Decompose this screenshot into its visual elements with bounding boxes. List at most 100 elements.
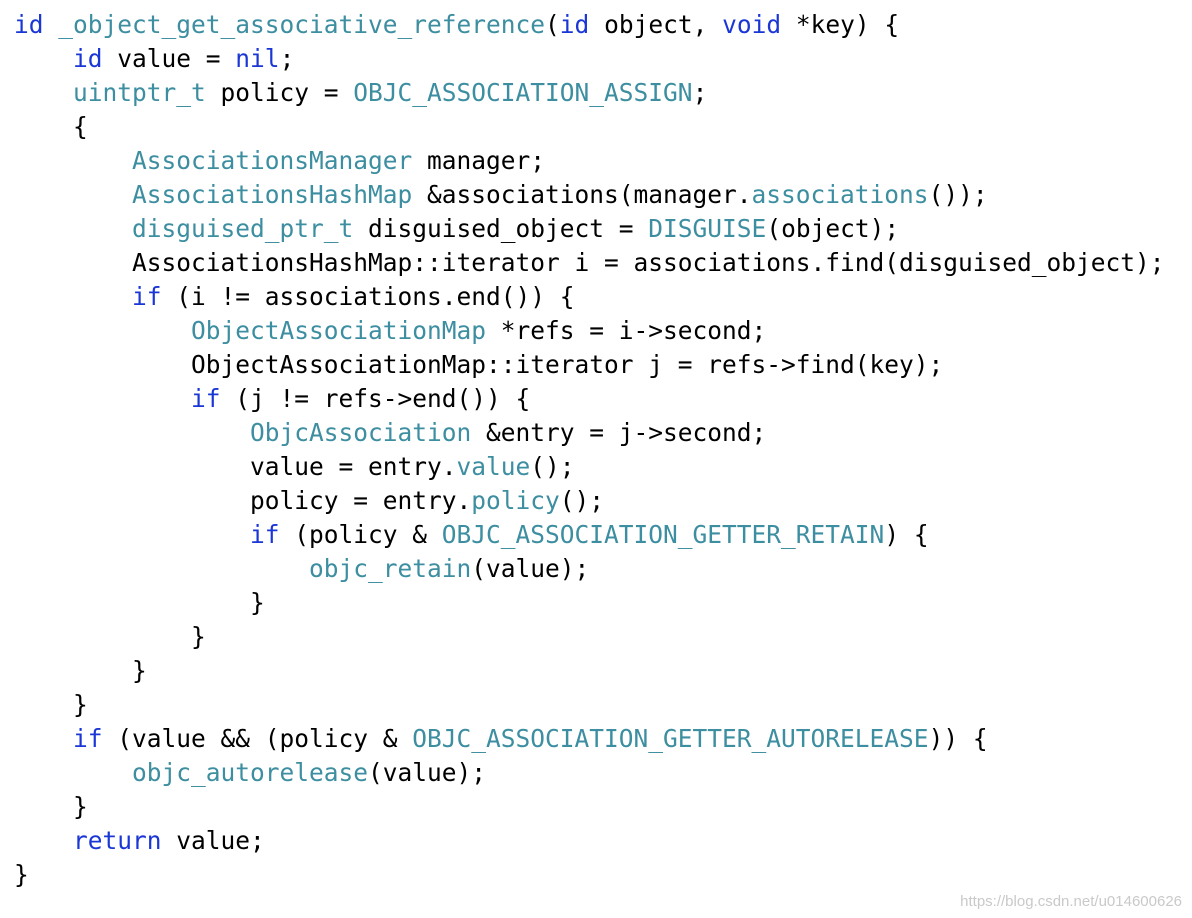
code-text: value = (102, 44, 236, 73)
code-keyword: if (191, 384, 221, 413)
code-text (14, 520, 250, 549)
code-text (14, 758, 132, 787)
code-line: ObjectAssociationMap *refs = i->second; (14, 314, 1165, 348)
code-keyword: id (14, 10, 44, 39)
code-identifier: AssociationsManager (132, 146, 413, 175)
code-line: id value = nil; (14, 42, 1165, 76)
code-text: ) { (884, 520, 929, 549)
code-identifier: policy (471, 486, 560, 515)
watermark-text: https://blog.csdn.net/u014600626 (960, 893, 1182, 910)
code-text: ; (692, 78, 708, 107)
code-identifier: ObjcAssociation (250, 418, 472, 447)
code-text (14, 146, 132, 175)
code-text (14, 44, 73, 73)
code-text: ; (279, 44, 295, 73)
code-line: disguised_ptr_t disguised_object = DISGU… (14, 212, 1165, 246)
code-identifier: OBJC_ASSOCIATION_GETTER_AUTORELEASE (412, 724, 929, 753)
code-text: (value); (368, 758, 487, 787)
code-text (14, 554, 309, 583)
code-line: { (14, 110, 1165, 144)
code-block: id _object_get_associative_reference( id … (14, 8, 1165, 892)
code-keyword: if (250, 520, 280, 549)
code-line: AssociationsHashMap::iterator i = associ… (14, 246, 1165, 280)
code-text: policy = entry. (14, 486, 472, 515)
code-text: )) { (928, 724, 988, 753)
code-keyword: id (73, 44, 103, 73)
code-text: (value); (471, 554, 590, 583)
code-line: } (14, 586, 1165, 620)
code-line: } (14, 654, 1165, 688)
code-text: *refs = i->second; (486, 316, 767, 345)
code-line: uintptr_t policy = OBJC_ASSOCIATION_ASSI… (14, 76, 1165, 110)
code-keyword: nil (235, 44, 280, 73)
code-line: if (policy & OBJC_ASSOCIATION_GETTER_RET… (14, 518, 1165, 552)
code-keyword: if (132, 282, 162, 311)
code-line: if (value && (policy & OBJC_ASSOCIATION_… (14, 722, 1165, 756)
code-text (14, 384, 191, 413)
code-text: AssociationsHashMap::iterator i = associ… (14, 248, 1165, 277)
code-line: } (14, 688, 1165, 722)
code-text: (object); (766, 214, 900, 243)
code-identifier: uintptr_t (73, 78, 206, 107)
code-text: } (14, 588, 265, 617)
code-text: ObjectAssociationMap::iterator j = refs-… (14, 350, 944, 379)
code-identifier: OBJC_ASSOCIATION_ASSIGN (353, 78, 693, 107)
code-text (14, 316, 191, 345)
code-text: } (14, 860, 29, 889)
code-line: ObjectAssociationMap::iterator j = refs-… (14, 348, 1165, 382)
code-text: (value && (policy & (102, 724, 413, 753)
code-text: manager; (412, 146, 546, 175)
code-line: objc_retain(value); (14, 552, 1165, 586)
code-line: if (i != associations.end()) { (14, 280, 1165, 314)
code-keyword: id (559, 10, 590, 39)
code-line: if (j != refs->end()) { (14, 382, 1165, 416)
code-identifier: ObjectAssociationMap (191, 316, 487, 345)
code-text: (i != associations.end()) { (161, 282, 575, 311)
code-text: ()); (928, 180, 988, 209)
code-line: policy = entry.policy(); (14, 484, 1165, 518)
code-identifier: _object_get_associative_reference (43, 10, 546, 39)
code-line: objc_autorelease(value); (14, 756, 1165, 790)
code-text: { (14, 112, 88, 141)
code-keyword: void (722, 10, 782, 39)
code-keyword: if (73, 724, 103, 753)
code-line: id _object_get_associative_reference(id … (14, 8, 1165, 42)
code-identifier: objc_autorelease (132, 758, 369, 787)
code-text: } (14, 622, 206, 651)
code-text: (j != refs->end()) { (220, 384, 531, 413)
code-text (14, 214, 132, 243)
code-line: } (14, 790, 1165, 824)
code-text: &entry = j->second; (471, 418, 767, 447)
code-text (14, 418, 250, 447)
code-line: value = entry.value(); (14, 450, 1165, 484)
code-text: object, (589, 10, 723, 39)
code-text: *key) { (781, 10, 900, 39)
code-identifier: objc_retain (309, 554, 472, 583)
code-identifier: associations (751, 180, 929, 209)
code-identifier: disguised_ptr_t (132, 214, 354, 243)
code-keyword: return (73, 826, 162, 855)
code-line: AssociationsManager manager; (14, 144, 1165, 178)
code-text: value = entry. (14, 452, 457, 481)
code-text: disguised_object = (353, 214, 649, 243)
code-text: } (14, 690, 88, 719)
code-line: AssociationsHashMap &associations(manage… (14, 178, 1165, 212)
code-line: } (14, 620, 1165, 654)
code-text: (); (559, 486, 605, 515)
code-identifier: AssociationsHashMap (132, 180, 413, 209)
code-text: ( (545, 10, 560, 39)
code-text: } (14, 656, 147, 685)
code-text: } (14, 792, 88, 821)
code-text: (policy & (279, 520, 442, 549)
code-text (14, 78, 73, 107)
code-identifier: value (456, 452, 531, 481)
code-identifier: OBJC_ASSOCIATION_GETTER_RETAIN (441, 520, 885, 549)
code-text: (); (530, 452, 575, 481)
code-text (14, 180, 132, 209)
code-identifier: DISGUISE (648, 214, 767, 243)
code-text (14, 724, 73, 753)
code-text (14, 282, 132, 311)
code-text: &associations(manager. (412, 180, 752, 209)
code-text (14, 826, 73, 855)
code-line: } (14, 858, 1165, 892)
